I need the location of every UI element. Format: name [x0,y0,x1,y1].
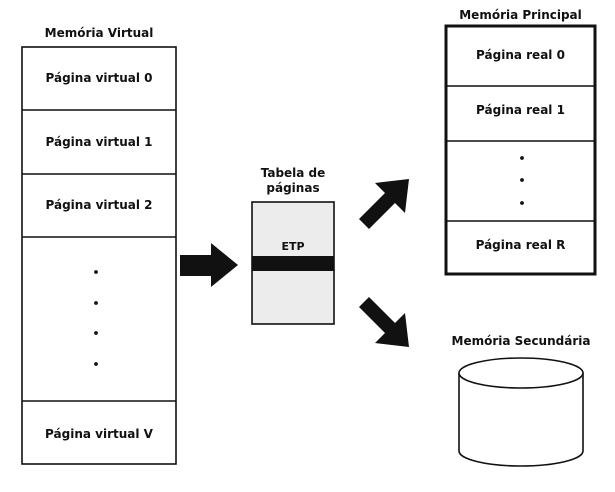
virtual-page-2: Página virtual 2 [45,198,153,212]
page-table-entry-label: ETP [281,240,305,253]
main-memory-title: Memória Principal [459,8,582,22]
real-page-0: Página real 0 [476,48,565,62]
virtual-page-0: Página virtual 0 [45,71,153,85]
arrow-up-right-icon [359,179,409,229]
virtual-memory-ellipsis [94,270,98,366]
page-table-box [251,201,335,325]
page-table-title-line1: Tabela de [260,166,326,180]
secondary-memory-title: Memória Secundária [451,334,591,348]
page-table-title-line2: páginas [266,181,320,195]
real-page-1: Página real 1 [476,103,565,117]
virtual-page-v: Página virtual V [45,427,153,441]
real-page-r: Página real R [475,238,566,252]
arrow-down-right-icon [359,297,409,347]
virtual-page-list: Página virtual 0 Página virtual 1 Página… [22,47,176,464]
virtual-page-1: Página virtual 1 [45,135,153,149]
real-page-list: Página real 0 Página real 1 Página real … [446,26,595,274]
arrow-right-icon [180,243,238,287]
main-memory-ellipsis [520,156,524,205]
disk-cylinder-icon [458,357,584,467]
main-memory-box [444,24,597,276]
virtual-memory-title: Memória Virtual [44,26,154,40]
virtual-memory-box [21,46,177,465]
